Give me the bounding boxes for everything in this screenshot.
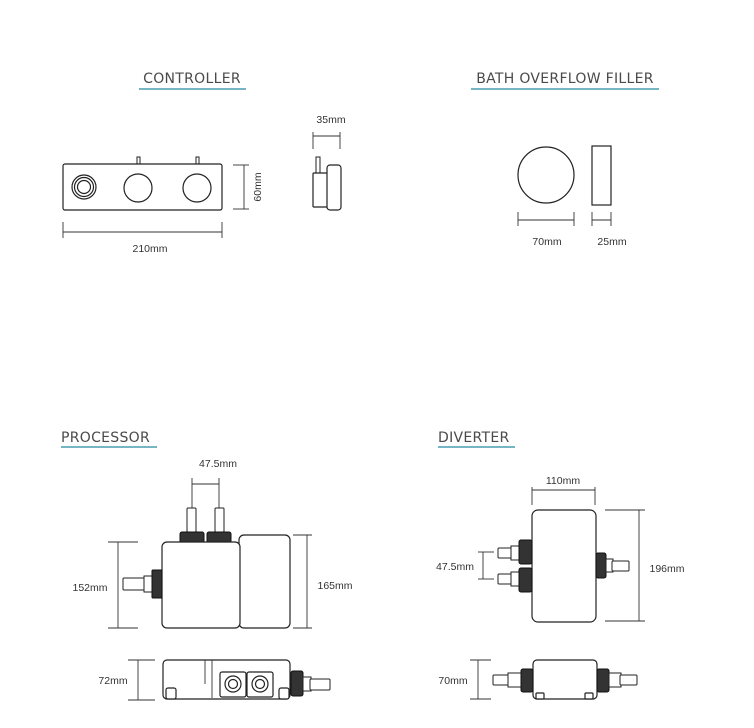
controller-knob-1 (123, 173, 153, 203)
controller-side-view (312, 156, 342, 211)
diverter-spacing-label: 47.5mm (436, 561, 474, 573)
processor-right-height-label: 165mm (317, 580, 352, 592)
controller-width-dimension (62, 222, 223, 238)
processor-depth-label: 72mm (98, 675, 127, 687)
bath-overflow-filler-section: BATH OVERFLOW FILLER 70mm 25mm (471, 71, 659, 248)
controller-depth-dimension (312, 132, 341, 149)
controller-height-label: 60mm (252, 172, 264, 201)
processor-bottom-view (162, 659, 331, 700)
processor-front-view (122, 507, 291, 629)
diverter-front-view (497, 509, 630, 623)
diverter-depth-dimension (470, 659, 491, 700)
diverter-height-label: 196mm (649, 563, 684, 575)
processor-right-height-dimension (293, 534, 312, 629)
diverter-height-dimension (605, 509, 645, 622)
bath-filler-depth-label: 25mm (597, 236, 626, 248)
diverter-spacing-dimension (478, 551, 494, 580)
diverter-bottom-view (492, 659, 638, 700)
diverter-title: DIVERTER (438, 430, 510, 446)
diverter-width-label: 110mm (546, 475, 580, 487)
processor-left-height-label: 152mm (72, 582, 107, 594)
controller-depth-label: 35mm (316, 114, 345, 126)
processor-spacing-label: 47.5mm (199, 458, 237, 470)
bath-filler-diameter-label: 70mm (532, 236, 561, 248)
diverter-width-dimension (531, 487, 596, 505)
controller-title: CONTROLLER (143, 71, 241, 87)
controller-width-label: 210mm (132, 243, 167, 255)
bath-filler-front-view (517, 146, 575, 204)
bath-overflow-filler-title: BATH OVERFLOW FILLER (476, 71, 654, 87)
controller-section: CONTROLLER 60mm 210mm 35mm (62, 71, 346, 255)
controller-knob-2 (182, 173, 212, 203)
processor-spacing-dimension (191, 478, 220, 510)
controller-front-view (62, 156, 223, 211)
controller-button-icon (71, 174, 97, 200)
processor-title: PROCESSOR (61, 430, 150, 446)
processor-left-height-dimension (108, 541, 138, 629)
controller-height-dimension (233, 164, 249, 210)
processor-depth-dimension (128, 659, 155, 701)
bath-filler-dimensions (517, 212, 612, 226)
bath-filler-side-view (591, 145, 612, 206)
diverter-section: DIVERTER 110mm 47.5mm 196mm (436, 430, 685, 700)
diverter-depth-label: 70mm (438, 675, 467, 687)
processor-section: PROCESSOR 47.5mm 152mm 165mm (61, 430, 353, 701)
